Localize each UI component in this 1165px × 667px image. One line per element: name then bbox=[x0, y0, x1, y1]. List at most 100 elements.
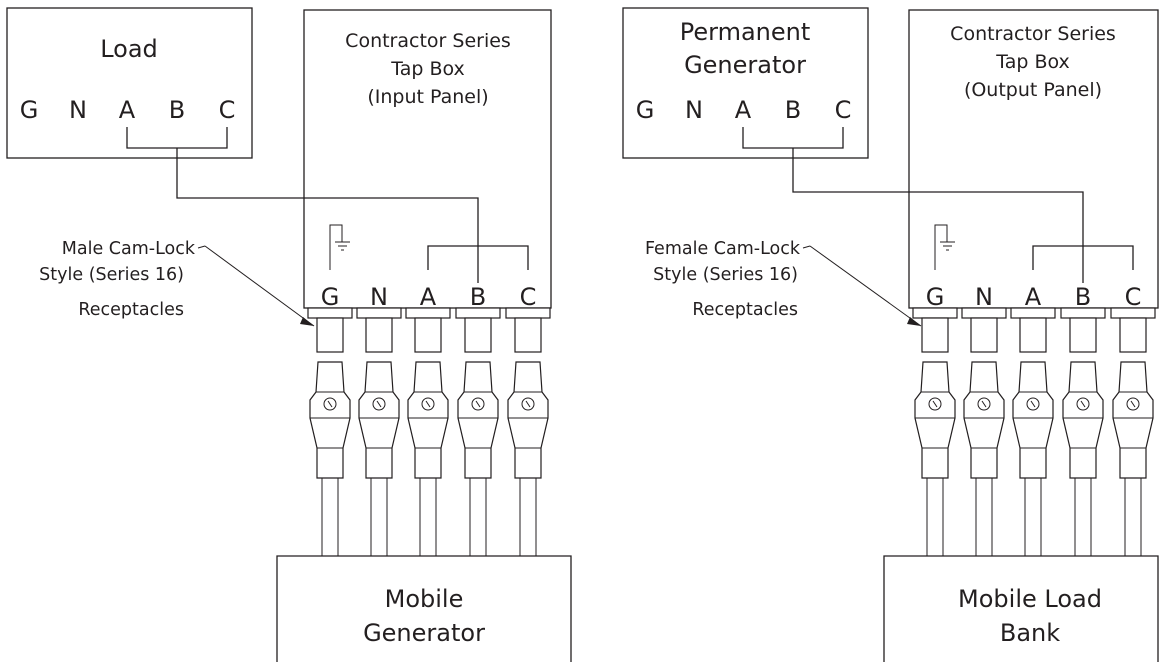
female-connector-c bbox=[1110, 307, 1156, 556]
left-section: Load G N A B C Contractor Series Tap Box… bbox=[6, 7, 572, 662]
permanent-generator-title-line-1: Permanent bbox=[680, 18, 811, 46]
mobile-generator-title-line-1: Mobile bbox=[385, 585, 464, 613]
receptacle-flange bbox=[1060, 307, 1106, 319]
permanent-generator-box: Permanent Generator G N A B C bbox=[622, 7, 869, 159]
receptacle-body bbox=[970, 317, 998, 353]
input-terminal-n: N bbox=[370, 283, 388, 311]
female-callout-line-1: Female Cam-Lock bbox=[645, 239, 801, 259]
pg-terminal-g: G bbox=[636, 96, 655, 124]
female-callout-line-3: Receptacles bbox=[692, 300, 798, 320]
cam-lock-badge-icon bbox=[977, 397, 991, 411]
female-camlock-callout: Female Cam-Lock Style (Series 16) Recept… bbox=[645, 239, 922, 327]
output-tap-box-title-line-2: Tap Box bbox=[995, 51, 1070, 73]
cam-lock-badge-icon bbox=[1026, 397, 1040, 411]
receptacle-body bbox=[316, 317, 344, 353]
pg-terminal-a: A bbox=[735, 96, 752, 124]
cam-lock-plug-icon bbox=[309, 361, 351, 479]
right-section: Permanent Generator G N A B C Contractor… bbox=[622, 7, 1159, 662]
cam-lock-badge-icon bbox=[1076, 397, 1090, 411]
receptacle-body bbox=[414, 317, 442, 353]
male-callout-line-3: Receptacles bbox=[78, 300, 184, 320]
male-camlock-callout: Male Cam-Lock Style (Series 16) Receptac… bbox=[39, 239, 315, 327]
pg-terminal-n: N bbox=[685, 96, 703, 124]
output-terminal-c: C bbox=[1125, 283, 1142, 311]
receptacle-body bbox=[1069, 317, 1097, 353]
load-box-frame bbox=[6, 7, 253, 159]
receptacle-flange bbox=[961, 307, 1007, 319]
input-tap-box-title-line-3: (Input Panel) bbox=[367, 86, 488, 108]
ground-icon bbox=[329, 224, 350, 270]
mobile-generator-frame bbox=[276, 555, 572, 662]
load-terminal-n: N bbox=[69, 96, 87, 124]
permanent-generator-title-line-2: Generator bbox=[684, 51, 806, 79]
input-tap-terminals: G N A B C bbox=[321, 283, 537, 311]
permanent-generator-terminals: G N A B C bbox=[636, 96, 852, 124]
cam-lock-badge-icon bbox=[521, 397, 535, 411]
input-tap-box-title-line-2: Tap Box bbox=[390, 58, 465, 80]
cam-lock-plug-icon bbox=[963, 361, 1005, 479]
receptacle-body bbox=[921, 317, 949, 353]
output-terminal-b: B bbox=[1075, 283, 1091, 311]
receptacle-body bbox=[1119, 317, 1147, 353]
load-box: Load G N A B C bbox=[6, 7, 253, 159]
receptacle-body bbox=[464, 317, 492, 353]
male-callout-line-2: Style (Series 16) bbox=[39, 265, 184, 285]
cam-lock-badge-icon bbox=[471, 397, 485, 411]
cam-lock-plug-icon bbox=[1012, 361, 1054, 479]
male-connector-g bbox=[307, 307, 353, 556]
receptacle-flange bbox=[1110, 307, 1156, 319]
cam-lock-badge-icon bbox=[421, 397, 435, 411]
cam-lock-badge-icon bbox=[928, 397, 942, 411]
cam-lock-plug-icon bbox=[457, 361, 499, 479]
female-connector-g bbox=[912, 307, 958, 556]
pg-terminal-b: B bbox=[785, 96, 801, 124]
pg-terminal-c: C bbox=[835, 96, 852, 124]
output-terminal-g: G bbox=[926, 283, 945, 311]
right-connector-row bbox=[912, 307, 1156, 556]
cam-lock-plug-icon bbox=[507, 361, 549, 479]
receptacle-flange bbox=[1010, 307, 1056, 319]
mobile-load-bank-frame bbox=[883, 555, 1159, 662]
cam-lock-plug-icon bbox=[358, 361, 400, 479]
male-callout-line-1: Male Cam-Lock bbox=[62, 239, 196, 259]
cam-lock-plug-icon bbox=[914, 361, 956, 479]
female-callout-line-2: Style (Series 16) bbox=[653, 265, 798, 285]
output-tap-box-title-line-1: Contractor Series bbox=[950, 23, 1116, 45]
input-terminal-c: C bbox=[520, 283, 537, 311]
male-connector-c bbox=[505, 307, 551, 556]
receptacle-body bbox=[365, 317, 393, 353]
receptacle-flange bbox=[455, 307, 501, 319]
input-tap-box: Contractor Series Tap Box (Input Panel) … bbox=[303, 9, 552, 311]
female-connector-n bbox=[961, 307, 1007, 556]
permanent-generator-frame bbox=[622, 7, 869, 159]
male-connector-n bbox=[356, 307, 402, 556]
input-terminal-a: A bbox=[420, 283, 437, 311]
receptacle-body bbox=[1019, 317, 1047, 353]
receptacle-flange bbox=[912, 307, 958, 319]
ground-icon bbox=[934, 224, 955, 270]
output-terminal-n: N bbox=[975, 283, 993, 311]
cam-lock-plug-icon bbox=[1062, 361, 1104, 479]
cam-lock-plug-icon bbox=[1112, 361, 1154, 479]
cam-lock-badge-icon bbox=[372, 397, 386, 411]
cam-lock-badge-icon bbox=[323, 397, 337, 411]
receptacle-flange bbox=[307, 307, 353, 319]
mobile-load-bank-title-line-2: Bank bbox=[1000, 619, 1060, 647]
cam-lock-badge-icon bbox=[1126, 397, 1140, 411]
output-tap-terminals: G N A B C bbox=[926, 283, 1142, 311]
mobile-load-bank-box: Mobile Load Bank bbox=[883, 555, 1159, 662]
cam-lock-plug-icon bbox=[407, 361, 449, 479]
right-b-feeder-wire bbox=[792, 148, 1084, 283]
input-terminal-g: G bbox=[321, 283, 340, 311]
mobile-load-bank-title-line-1: Mobile Load bbox=[958, 585, 1102, 613]
load-terminal-b: B bbox=[169, 96, 185, 124]
output-terminal-a: A bbox=[1025, 283, 1042, 311]
load-terminal-a: A bbox=[119, 96, 136, 124]
receptacle-flange bbox=[405, 307, 451, 319]
input-tap-box-title-line-1: Contractor Series bbox=[345, 30, 511, 52]
male-connector-a bbox=[405, 307, 451, 556]
load-terminal-g: G bbox=[20, 96, 39, 124]
receptacle-body bbox=[514, 317, 542, 353]
